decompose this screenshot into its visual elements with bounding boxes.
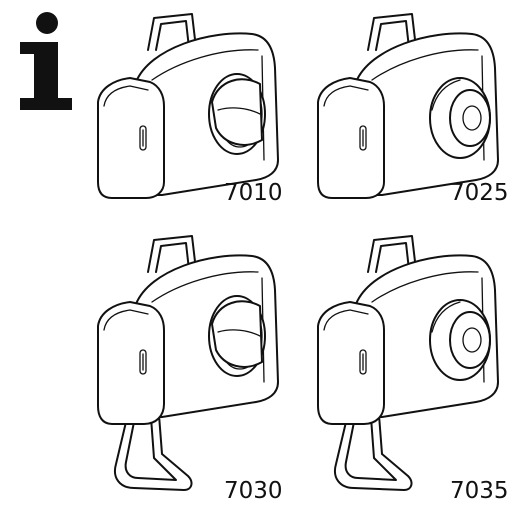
lock-drawing-cylinder xyxy=(317,13,499,199)
info-icon xyxy=(20,12,72,110)
model-number-label: 7010 xyxy=(224,180,283,206)
model-number-label: 7035 xyxy=(450,478,509,504)
lock-drawing-cylinder-chain xyxy=(317,235,499,491)
lock-drawing-thumb-turn xyxy=(97,13,279,199)
model-number-label: 7025 xyxy=(450,180,509,206)
product-panel-7030: 7030 xyxy=(92,232,292,504)
product-panel-7025: 7025 xyxy=(312,10,512,210)
lock-drawing-thumb-turn-chain xyxy=(97,235,279,491)
product-panel-7010: 7010 xyxy=(92,10,292,210)
model-number-label: 7030 xyxy=(224,478,283,504)
product-panel-7035: 7035 xyxy=(312,232,512,504)
